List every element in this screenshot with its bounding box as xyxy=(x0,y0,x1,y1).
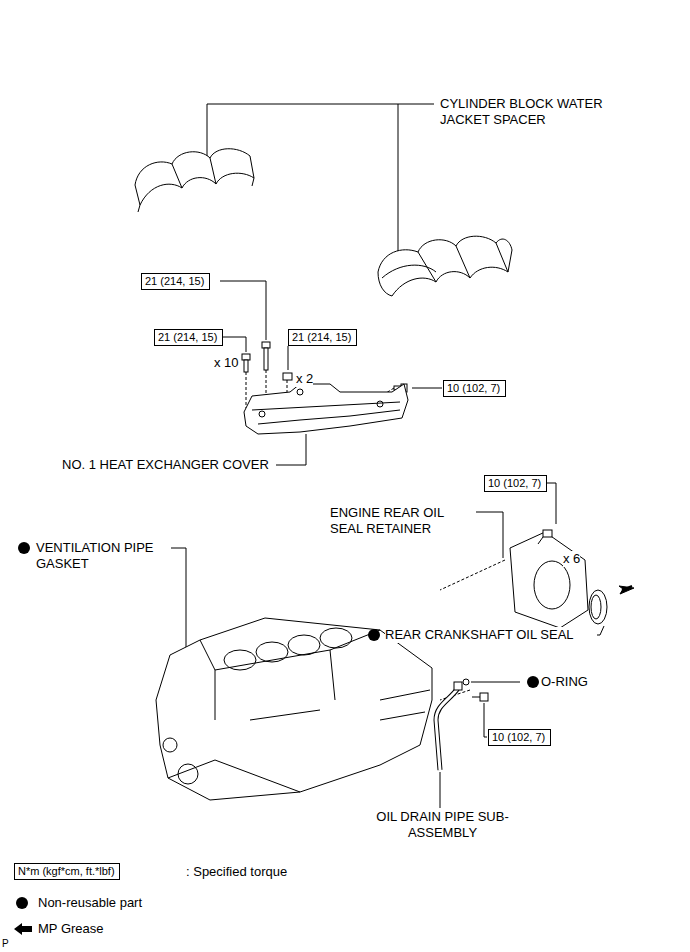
grease-arrow xyxy=(619,586,634,594)
torque-box: 10 (102, 7) xyxy=(443,380,506,397)
leader-line xyxy=(288,346,289,370)
bolt-shank xyxy=(244,360,248,372)
oil-seal-lip xyxy=(591,595,601,619)
block-edge xyxy=(168,630,380,792)
bolt-head xyxy=(543,530,552,537)
grease-arrow xyxy=(622,586,632,590)
retainer-bore xyxy=(534,561,570,609)
part-label: ENGINE REAR OIL SEAL RETAINER xyxy=(330,505,470,537)
leader-line xyxy=(276,434,306,465)
torque-value: 10 (102, 7) xyxy=(492,731,547,744)
part-label: O-RING xyxy=(541,674,588,690)
cylinder-bore xyxy=(288,635,320,655)
leader-line xyxy=(440,772,441,808)
cover-hole xyxy=(259,411,265,417)
nut xyxy=(283,373,292,380)
part-label: NO. 1 HEAT EXCHANGER COVER xyxy=(62,457,269,473)
spacer-fold xyxy=(418,243,508,282)
cylinder-block xyxy=(156,618,432,800)
part-label: VENTILATION PIPE GASKET xyxy=(36,540,171,572)
part-label: REAR CRANKSHAFT OIL SEAL xyxy=(385,627,574,643)
leader-line xyxy=(597,626,604,635)
heat-exchanger-cover xyxy=(244,384,408,434)
leader-line xyxy=(412,388,442,389)
oil-drain-pipe xyxy=(436,688,458,770)
non-reusable-dot xyxy=(18,542,30,554)
non-reusable-dot xyxy=(16,897,28,909)
leader-line xyxy=(207,104,434,157)
torque-value: 21 (214, 15) xyxy=(145,275,206,288)
oil-seal xyxy=(589,590,607,624)
non-reusable-dot xyxy=(527,676,539,688)
legend-text: MP Grease xyxy=(38,921,104,937)
part-label: x 2 xyxy=(296,371,313,387)
cylinder-bore xyxy=(256,642,288,662)
water-jacket-spacer xyxy=(135,149,254,205)
torque-box: 21 (214, 15) xyxy=(141,273,210,290)
cylinder-bore xyxy=(224,650,256,670)
cylinder-bore xyxy=(320,628,352,648)
torque-value: 10 (102, 7) xyxy=(447,382,502,395)
torque-value: N*m (kgf*cm, ft.*lbf) xyxy=(18,865,116,878)
water-jacket-spacer xyxy=(378,236,512,296)
part-label: OIL DRAIN PIPE SUB-ASSEMBLY xyxy=(370,809,515,841)
part-label: x 10 xyxy=(214,355,239,371)
legend-text: : Specified torque xyxy=(186,864,287,880)
bolt-head xyxy=(242,354,250,360)
torque-box: N*m (kgf*cm, ft.*lbf) xyxy=(14,863,120,880)
torque-value: 21 (214, 15) xyxy=(292,331,353,344)
leader-line xyxy=(476,512,503,558)
bolt-head xyxy=(480,693,488,701)
leader-line xyxy=(220,281,266,340)
leader-line xyxy=(484,703,487,737)
bolt-shank xyxy=(472,697,480,698)
oil-seal-retainer xyxy=(510,532,588,628)
spacer-rim xyxy=(382,265,436,278)
torque-box: 10 (102, 7) xyxy=(488,729,551,746)
spacer-fold xyxy=(172,158,216,188)
torque-value: 21 (214, 15) xyxy=(158,331,219,344)
spacer-edge xyxy=(138,178,254,212)
part-label: CYLINDER BLOCK WATER JACKET SPACER xyxy=(440,96,620,128)
legend-text: Non-reusable part xyxy=(38,895,142,911)
block-boss xyxy=(178,764,198,784)
part-label: x 6 xyxy=(563,551,580,567)
oil-drain-pipe xyxy=(436,688,458,770)
torque-box: 10 (102, 7) xyxy=(484,475,547,492)
leader-line xyxy=(471,682,520,683)
cover-hole xyxy=(297,389,303,395)
non-reusable-dot xyxy=(368,629,380,641)
torque-box: 21 (214, 15) xyxy=(288,329,357,346)
block-rib xyxy=(250,690,430,720)
block-boss xyxy=(163,738,177,752)
o-ring xyxy=(463,679,469,685)
bolt-head xyxy=(262,342,270,348)
part-label: P xyxy=(2,938,9,950)
grease-arrow xyxy=(14,923,32,935)
leader-line xyxy=(398,104,399,256)
bolt-shank xyxy=(264,348,268,370)
cover-hole xyxy=(377,401,383,407)
pipe-fitting xyxy=(454,682,462,690)
torque-value: 10 (102, 7) xyxy=(488,477,543,490)
bolt-shank xyxy=(538,537,543,544)
cover-rib xyxy=(252,402,400,424)
torque-box: 21 (214, 15) xyxy=(154,329,223,346)
leader-line xyxy=(222,337,246,352)
